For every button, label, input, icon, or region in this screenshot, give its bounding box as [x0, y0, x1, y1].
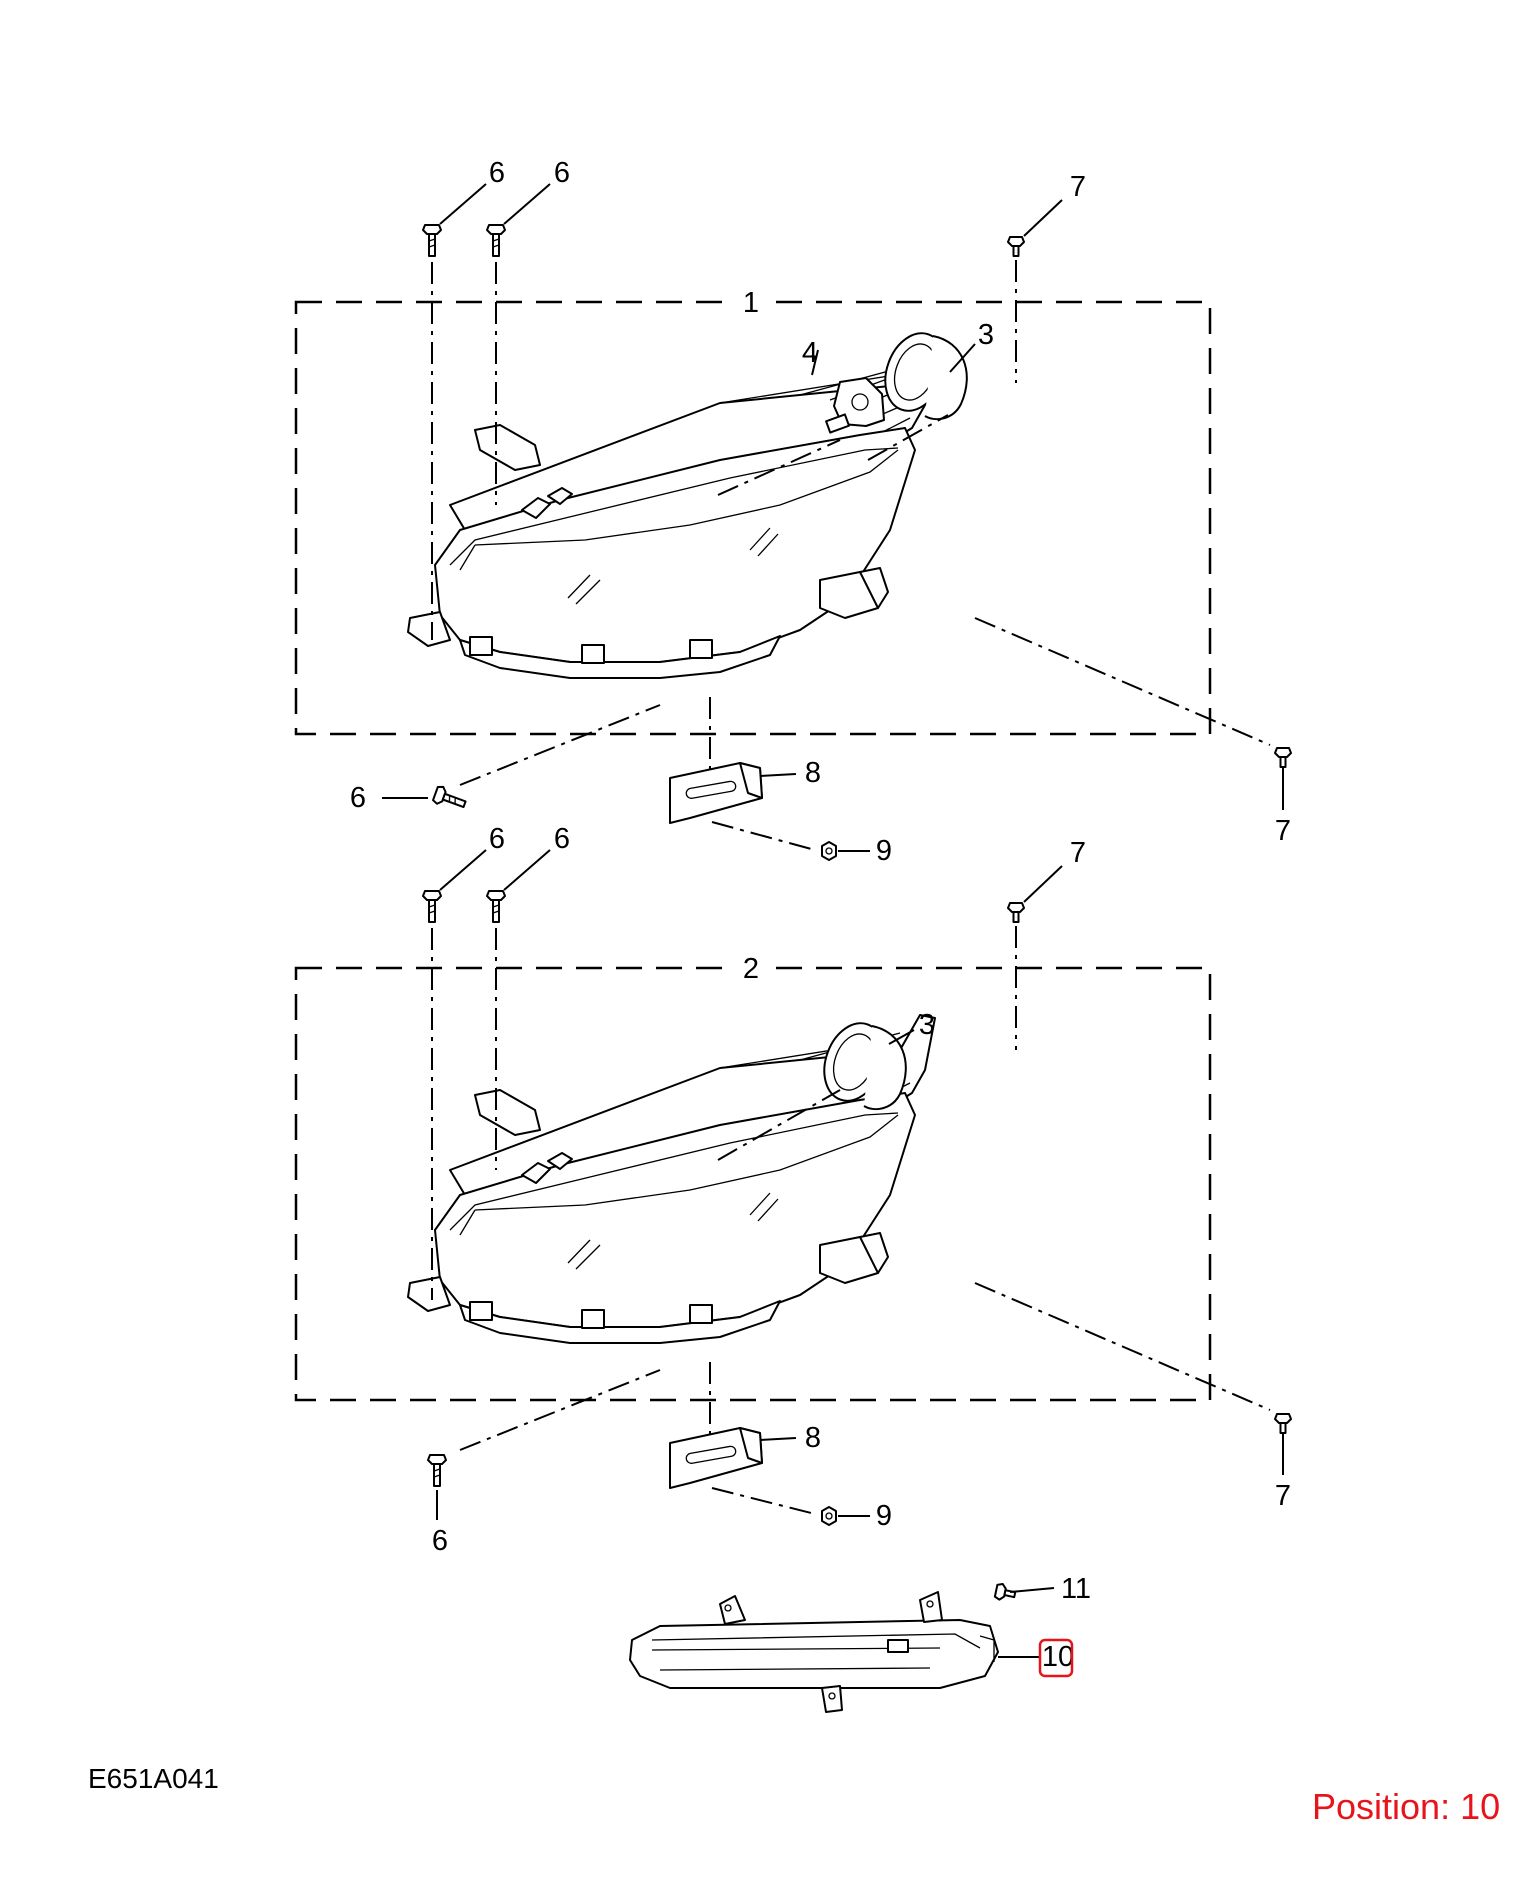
- callout-bracket-8-b: 8: [805, 1422, 821, 1454]
- position-highlight-box: [1038, 1638, 1074, 1678]
- bolt-7-right-b: [1274, 1413, 1292, 1434]
- callout-bracket-8-a: 8: [805, 757, 821, 789]
- callout-cover-3-b: 3: [919, 1009, 935, 1041]
- callout-screw-6-a: 6: [489, 157, 505, 189]
- nut-part-9: [821, 841, 837, 861]
- screw-6-lower: [431, 784, 469, 814]
- bolt-7-right: [1274, 747, 1292, 768]
- drl-lamp-part-10: [629, 1591, 999, 1713]
- callout-assembly-1: 1: [743, 287, 759, 319]
- bracket-part-8: [669, 762, 763, 824]
- callout-nut-9-a: 9: [876, 835, 892, 867]
- screw-6-top-left-b: [422, 890, 442, 923]
- callout-bulb-4: 4: [802, 337, 818, 369]
- callout-nut-9-b: 9: [876, 1500, 892, 1532]
- bulb-part-4: [825, 377, 885, 434]
- callout-bolt-7-b: 7: [1275, 815, 1291, 847]
- assembly-1-group: 1: [294, 157, 1292, 867]
- assembly-2-group: 2 6 6 7 3 8 9 6: [294, 823, 1292, 1557]
- callout-screw-6-b: 6: [554, 157, 570, 189]
- callout-cover-3-a: 3: [978, 319, 994, 351]
- callout-drl-lamp-10: 10: [1042, 1641, 1074, 1673]
- callout-screw-6-e: 6: [554, 823, 570, 855]
- callout-screw-6-f: 6: [432, 1525, 448, 1557]
- drl-screw-part-11: [993, 1581, 1018, 1604]
- callout-screw-6-d: 6: [489, 823, 505, 855]
- screw-6-top-left: [422, 224, 442, 257]
- callout-drl-screw-11: 11: [1061, 1573, 1091, 1605]
- callout-bolt-7-c: 7: [1070, 837, 1086, 869]
- drl-lamp-group: 11 10: [629, 1573, 1091, 1713]
- screw-6-lower-b: [427, 1454, 447, 1487]
- callout-bolt-7-a: 7: [1070, 171, 1086, 203]
- bolt-7-top: [1007, 236, 1025, 257]
- callout-screw-6-c: 6: [350, 782, 366, 814]
- callout-assembly-2: 2: [743, 953, 759, 985]
- position-label: Position: 10: [1312, 1786, 1501, 1827]
- bolt-7-top-b: [1007, 902, 1025, 923]
- screw-6-top-right: [486, 224, 506, 257]
- bracket-part-8-b: [669, 1427, 763, 1489]
- nut-part-9-b: [821, 1506, 837, 1526]
- screw-6-top-right-b: [486, 890, 506, 923]
- callout-bolt-7-d: 7: [1275, 1480, 1291, 1512]
- drawing-code: E651A041: [88, 1763, 219, 1794]
